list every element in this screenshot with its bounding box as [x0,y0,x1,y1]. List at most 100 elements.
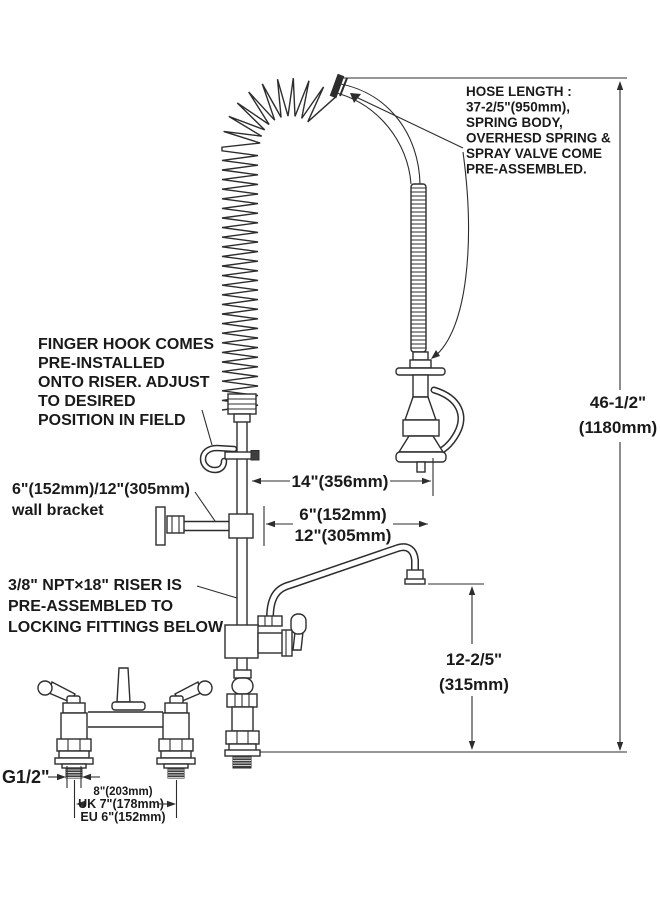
riser-base-hexnut [225,730,260,745]
spring-wrap-hatch [411,187,426,349]
spray-valve [395,351,465,473]
wall-bracket-nut [166,515,185,534]
dim-spout-reach: 6"(152mm) 12"(305mm) [263,505,428,546]
supply-pipe [88,711,163,728]
note-wall-bracket-line-1: 6"(152mm)/12"(305mm) [12,481,190,498]
leader-hose-to-spring-body [433,151,469,358]
arrow-right-icon [57,773,66,781]
note-finger-hook-line-4: TO DESIRED [38,393,136,410]
dim-centers-eu-label: EU 6"(152mm) [80,810,165,824]
note-hose-line-2: 37-2/5"(950mm), [466,100,570,115]
overhead-spring [221,73,348,411]
note-riser-line-1: 3/8" NPT×18" RISER IS [8,577,182,594]
arrow-right-icon [422,477,431,485]
arrow-left-icon [82,773,91,781]
valve-shank [65,767,83,779]
spring-anchor [329,73,345,99]
note-finger-hook-line-5: POSITION IN FIELD [38,412,186,429]
hose-curve [332,83,421,185]
arrow-right-icon [167,800,176,808]
note-hose-line-3: SPRING BODY, [466,115,563,130]
note-finger-hook: FINGER HOOK COMES PRE-INSTALLED ONTO RIS… [38,336,214,429]
arrow-up-icon [468,586,476,595]
spring-anchor-edge [339,77,348,97]
valve-flange [54,757,94,765]
leader-riser-note [196,585,238,599]
arrow-up-icon [616,81,624,90]
dim-faucet-centers: 8"(203mm) UK 7"(178mm) EU 6"(152mm) [73,780,178,824]
note-riser-line-3: LOCKING FITTINGS BELOW [8,619,224,636]
valve-bonnet [62,702,86,714]
spout-base-nut [257,615,283,627]
leader-bracket-note [194,491,216,522]
dim-hose-offset: 14"(356mm) [252,458,434,496]
dim-spout-height-mm-label: (315mm) [439,675,509,694]
note-hose-line-4: OVERHESD SPRING & [466,131,611,146]
faucet-lever-handle [290,613,307,635]
riser-base-flange [224,749,261,757]
dim-centers-uk-label: UK 7"(178mm) [78,797,164,811]
leader-hose-to-anchor [355,96,464,149]
riser-base-fittings [224,669,261,769]
finger-hook [199,444,260,474]
valve-flange [156,757,196,765]
lever-ball [37,680,53,696]
hook-crossbar [224,451,254,460]
leader-lines [194,93,469,599]
note-hose-line-6: PRE-ASSEMBLED. [466,162,587,177]
note-wall-bracket: 6"(152mm)/12"(305mm) wall bracket [11,481,190,519]
shank-thread-hatch [66,757,251,778]
note-finger-hook-line-1: FINGER HOOK COMES [38,336,214,353]
dim-inlet-thread-label: G1/2" [2,767,50,787]
dim-inlet-thread: G1/2" [2,766,100,788]
note-riser: 3/8" NPT×18" RISER IS PRE-ASSEMBLED TO L… [8,577,224,636]
riser-pipe [227,393,257,670]
valve-hexnut [158,738,194,752]
hook-crossbar-tip [250,450,260,461]
hose-spring-body [410,183,427,353]
dim-spout-reach-6-label: 6"(152mm) [299,505,386,524]
spout-outlet-lip [404,578,426,585]
dim-hose-offset-label: 14"(356mm) [292,472,389,491]
note-hose-line-1: HOSE LENGTH : [466,84,572,99]
center-bracket [111,667,146,711]
note-riser-line-2: PRE-ASSEMBLED TO [8,598,173,615]
arrow-left-icon [76,800,85,808]
lever-ball [197,680,213,696]
note-wall-bracket-line-2: wall bracket [11,502,104,519]
arrow-down-icon [616,742,624,751]
dim-spout-height-in-label: 12-2/5" [446,650,502,669]
dim-centers-us-label: 8"(203mm) [93,786,152,798]
addon-faucet [224,543,426,659]
valve-bonnet [164,702,188,714]
arrow-left-icon [252,477,261,485]
leader-hook-note [201,409,213,446]
leader-arrowhead [431,350,440,359]
valve-shank [167,767,185,779]
wall-bracket-collar [228,513,254,539]
spray-face [395,451,447,463]
addon-faucet-tee [224,624,259,659]
valve-body [162,712,190,742]
addon-faucet-valve [257,632,285,654]
note-hose-line-5: SPRAY VALVE COME [466,146,602,161]
spray-valve-flange [395,367,446,376]
supply-valve-left [37,680,94,779]
note-hose: HOSE LENGTH : 37-2/5"(950mm), SPRING BOD… [466,84,611,177]
spring-coil [221,78,337,411]
wall-bracket [155,506,254,546]
note-finger-hook-line-3: ONTO RISER. ADJUST [38,374,210,391]
valve-hexnut [56,738,92,752]
note-finger-hook-line-2: PRE-INSTALLED [38,355,165,372]
reference-lines [258,77,627,753]
dim-overall-height-mm-label: (1180mm) [579,418,657,437]
arrow-right-icon [419,520,428,528]
valve-body [60,712,88,742]
dim-spout-height: 12-2/5" (315mm) [439,586,509,750]
wall-bracket-flange [155,506,166,546]
dim-spout-reach-12-label: 12"(305mm) [295,526,392,545]
dim-overall-height-in-label: 46-1/2" [590,393,646,412]
spray-valve-body [402,419,440,437]
